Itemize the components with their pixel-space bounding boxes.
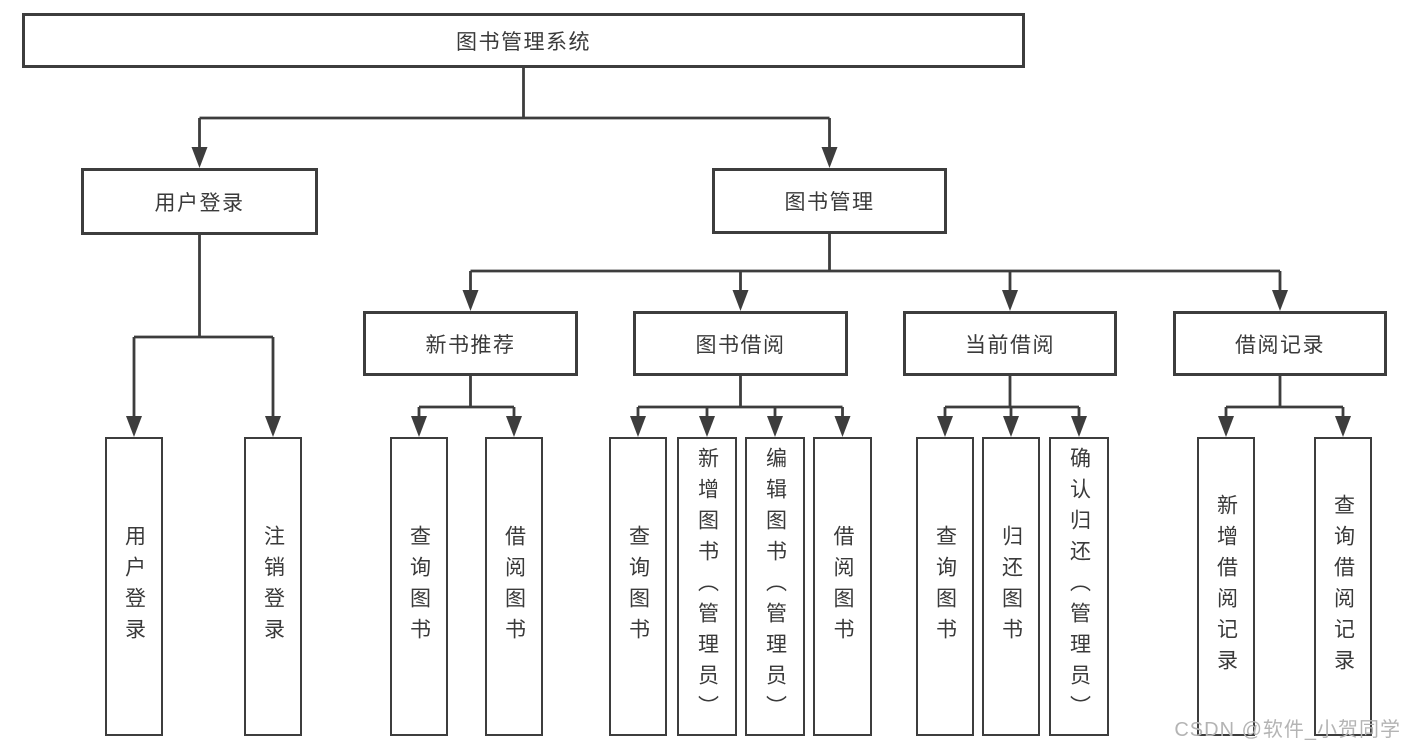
arrowhead [1335,416,1351,437]
leaf-user-login: 用户登录 [105,437,163,736]
leaf-recommend-borrow-book: 借阅图书 [485,437,543,736]
arrowhead [506,416,522,437]
arrowhead [1272,290,1288,311]
arrowhead [1002,290,1018,311]
connector-line [636,376,844,421]
arrowhead [191,147,208,168]
leaf-label: 新增借阅记录 [1214,493,1238,680]
leaf-borrowing-query-book: 查询图书 [609,437,667,736]
leaf-logout: 注销登录 [244,437,302,736]
arrowhead [630,416,646,437]
leaf-label: 新增图书（管理员） [695,447,719,726]
arrowhead [1003,416,1019,437]
leaf-label: 查询图书 [933,524,957,649]
leaf-label: 借阅图书 [831,524,854,649]
connector-root-to-level2 [191,68,838,168]
connector-line [132,235,275,421]
node-library-system: 图书管理系统 [22,13,1025,68]
leaf-label: 查询借阅记录 [1331,493,1355,680]
connector-borrowing-records-children [1218,376,1351,437]
connector-line [943,376,1081,421]
node-label: 用户登录 [154,191,245,215]
connector-current-borrowing-children [937,376,1087,437]
leaf-label: 查询图书 [626,524,650,649]
node-new-book-recommend: 新书推荐 [363,311,578,376]
arrowhead [126,416,142,437]
leaf-borrowing-borrow-book: 借阅图书 [813,437,872,736]
leaf-borrowing-add-book-admin: 新增图书（管理员） [677,437,737,736]
leaf-current-query-book: 查询图书 [916,437,974,736]
arrowhead [411,416,427,437]
leaf-records-query-record: 查询借阅记录 [1314,437,1372,736]
leaf-records-add-record: 新增借阅记录 [1197,437,1255,736]
node-label: 新书推荐 [425,333,516,357]
arrowhead [265,416,281,437]
leaf-current-confirm-return-admin: 确认归还（管理员） [1049,437,1109,736]
leaf-label: 查询图书 [407,524,431,649]
leaf-recommend-query-book: 查询图书 [390,437,448,736]
leaf-label: 归还图书 [999,524,1023,649]
connector-line [1224,376,1345,421]
watermark: CSDN @软件_小贺同学 [1174,719,1401,741]
node-book-management: 图书管理 [712,168,947,234]
connector-book-borrowing-children [630,376,851,437]
leaf-label: 确认归还（管理员） [1067,447,1091,726]
leaf-borrowing-edit-book-admin: 编辑图书（管理员） [745,437,805,736]
node-label: 当前借阅 [965,333,1055,357]
node-label: 图书借阅 [695,333,786,357]
arrowhead [462,290,479,311]
arrowhead [937,416,953,437]
arrowhead [821,147,838,168]
arrowhead [1071,416,1087,437]
leaf-label: 编辑图书（管理员） [763,447,787,726]
leaf-current-return-book: 归还图书 [982,437,1040,736]
arrowhead [767,416,783,437]
arrowhead [732,290,749,311]
connector-book-management-children [462,234,1288,311]
node-label: 图书管理 [784,191,875,214]
leaf-label: 用户登录 [122,524,146,649]
connector-new-book-recommend-children [411,376,522,437]
connector-line [469,234,1282,295]
connector-line [417,376,516,421]
node-label: 图书管理系统 [456,30,591,54]
connector-user-login-children [126,235,281,437]
node-current-borrowing: 当前借阅 [903,311,1117,376]
node-label: 借阅记录 [1235,333,1325,357]
arrowhead [1218,416,1234,437]
arrowhead [834,416,851,437]
node-user-login: 用户登录 [81,168,318,235]
node-book-borrowing: 图书借阅 [633,311,848,376]
arrowhead [699,416,715,437]
node-borrowing-records: 借阅记录 [1173,311,1387,376]
leaf-label: 借阅图书 [502,524,526,649]
leaf-label: 注销登录 [261,524,285,649]
connector-line [198,68,831,152]
